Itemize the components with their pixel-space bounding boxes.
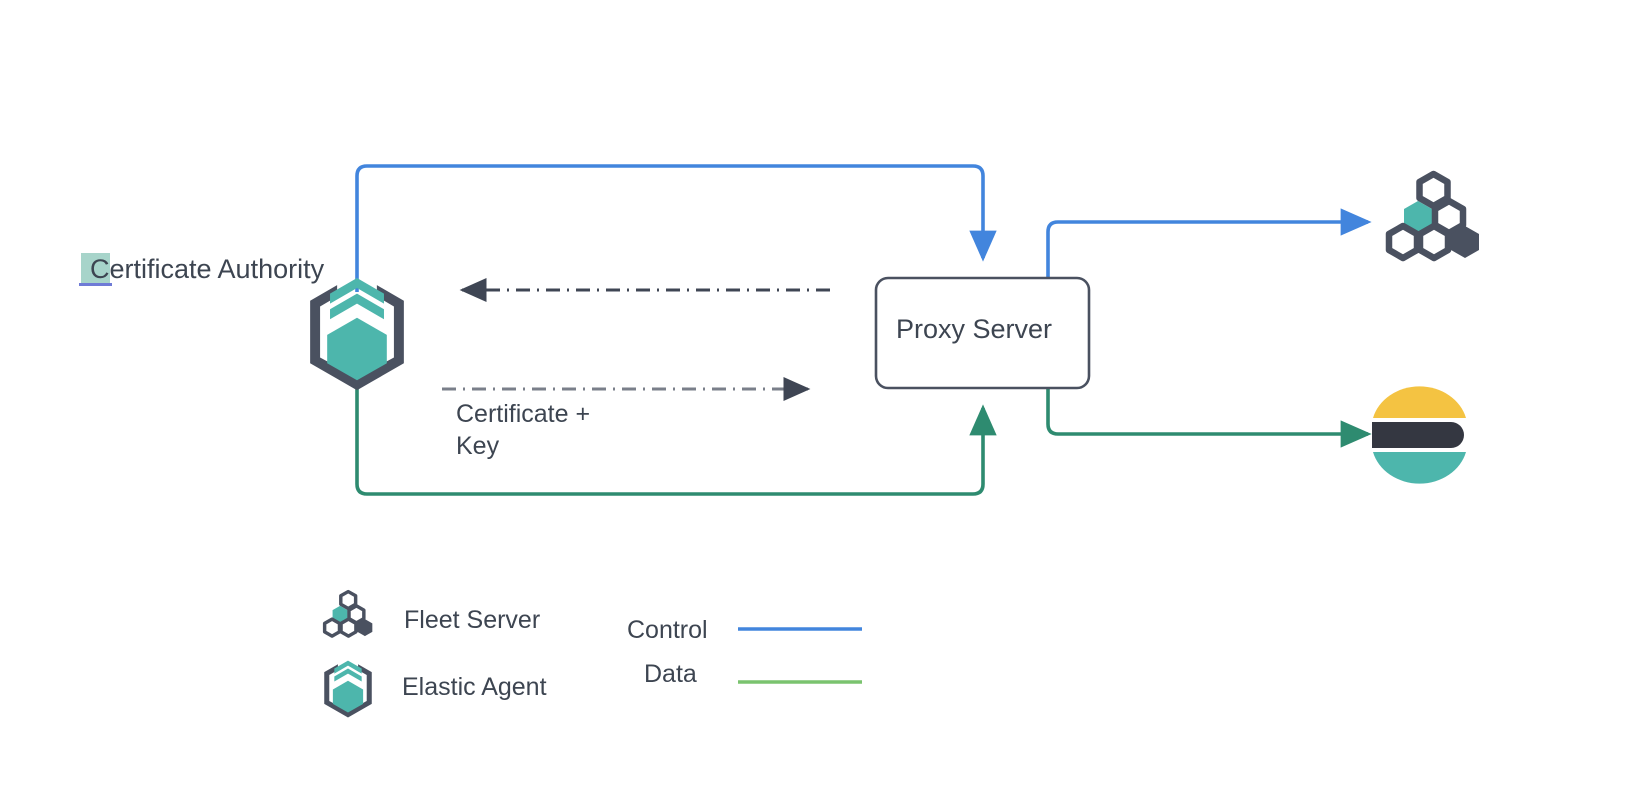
certificate-authority-label-highlight <box>81 253 110 285</box>
elasticsearch-icon <box>1372 386 1466 484</box>
legend-fleet-server-icon <box>322 589 373 638</box>
certificate-authority-label: Certificate Authority <box>90 254 325 284</box>
certificate-authority-label-underline <box>79 283 112 286</box>
node-proxy-server[interactable] <box>874 276 1091 390</box>
legend-elastic-agent-icon <box>324 660 372 718</box>
fleet-server-icon <box>1385 170 1479 262</box>
edge-control-agent-to-proxy <box>355 164 997 292</box>
edge-data-proxy-to-elasticsearch <box>1046 388 1372 448</box>
legend-line-label-data: Data <box>644 660 697 688</box>
legend-item-label-fleet-server: Fleet Server <box>404 606 541 634</box>
elastic-agent-icon <box>310 278 404 391</box>
certificate-key-edge-label: Certificate + Key <box>456 400 591 460</box>
legend-item-label-elastic-agent: Elastic Agent <box>402 673 547 701</box>
proxy-server-label: Proxy Server <box>896 314 1053 344</box>
edge-control-proxy-to-fleet <box>1046 208 1372 278</box>
edge-data-agent-to-proxy <box>355 378 997 496</box>
legend-line-label-control: Control <box>627 616 708 644</box>
